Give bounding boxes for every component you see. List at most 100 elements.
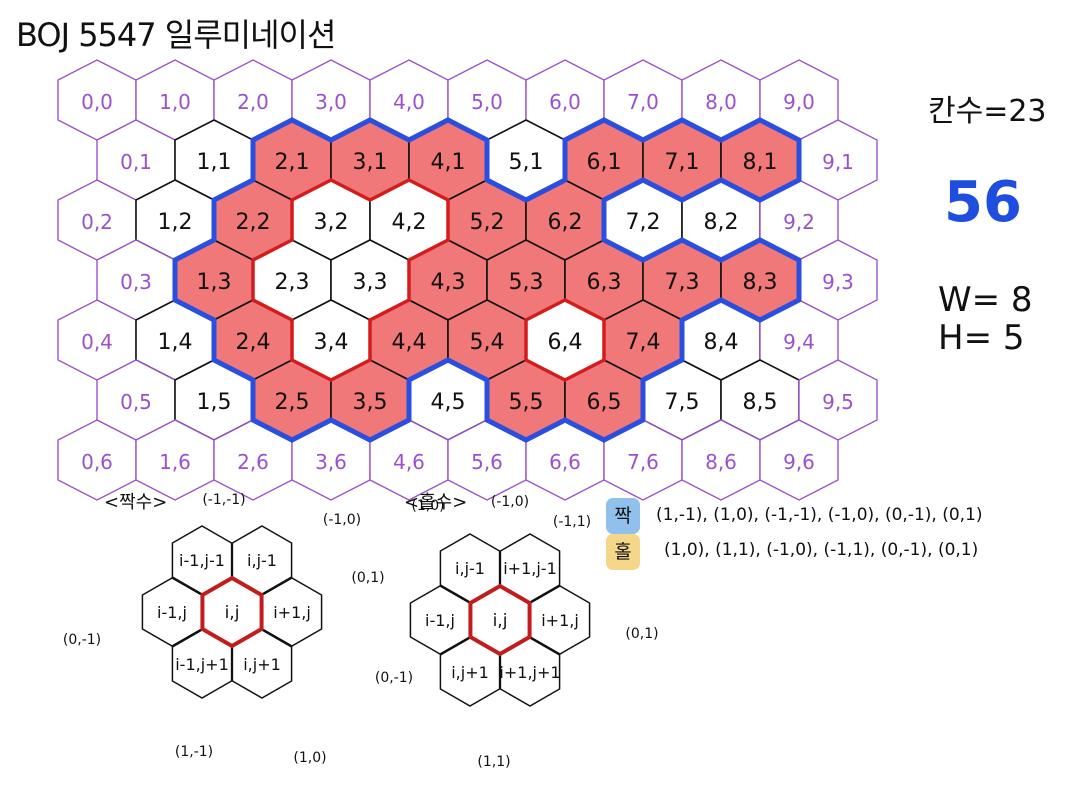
hex-label-0-4: 0,4 — [81, 330, 113, 354]
hex-label-6-2: 6,2 — [548, 210, 583, 235]
hex-label-1-4: 1,4 — [158, 330, 193, 355]
neighbor-offset: (0,-1) — [63, 632, 101, 648]
outer-edge — [367, 417, 412, 443]
hex-label-8-3: 8,3 — [743, 270, 778, 295]
neighbor-offset: (1,-1) — [175, 744, 213, 760]
width-label: W= 8 — [938, 280, 1033, 320]
hex-label-2-0: 2,0 — [237, 90, 269, 114]
outer-edge — [718, 297, 763, 323]
lit-count-label: 칸수=23 — [928, 94, 1047, 129]
hex-label-4-1: 4,1 — [431, 150, 466, 175]
inner-edge — [407, 238, 450, 262]
hex-label-6-6: 6,6 — [549, 450, 581, 474]
hex-label-0-0: 0,0 — [81, 90, 113, 114]
hex-label-4-6: 4,6 — [393, 450, 425, 474]
hex-label-4-0: 4,0 — [393, 90, 425, 114]
hex-label-9-5: 9,5 — [822, 390, 854, 414]
hex-label-2-5: 2,5 — [275, 390, 310, 415]
neighbor-offset: (0,1) — [351, 570, 384, 586]
inner-edge — [251, 298, 294, 322]
hex-label-8-6: 8,6 — [705, 450, 737, 474]
neighbor-offset: (0,1) — [625, 626, 658, 642]
hex-label-7-0: 7,0 — [627, 90, 659, 114]
neighbor-label: i-1,j — [157, 603, 187, 622]
height-label: H= 5 — [938, 318, 1025, 358]
inner-edge — [407, 178, 450, 202]
outer-edge — [367, 117, 412, 143]
neighbor-offset: (-1,0) — [491, 494, 529, 510]
outer-edge — [757, 297, 802, 323]
hex-label-0-1: 0,1 — [120, 150, 152, 174]
outer-edge — [328, 117, 373, 143]
outer-edge — [172, 297, 217, 323]
outer-edge — [211, 357, 256, 383]
outer-edge — [601, 237, 646, 263]
hex-label-7-6: 7,6 — [627, 450, 659, 474]
outer-edge — [640, 357, 685, 383]
even-rule-text: (1,-1), (1,0), (-1,-1), (-1,0), (0,-1), … — [656, 505, 983, 525]
hex-label-3-4: 3,4 — [314, 330, 349, 355]
outer-edge — [679, 297, 724, 323]
hex-label-1-2: 1,2 — [158, 210, 193, 235]
hex-label-1-6: 1,6 — [159, 450, 191, 474]
even-badge: 짝 — [606, 498, 640, 534]
hex-label-5-6: 5,6 — [471, 450, 503, 474]
odd-neighbor-diagram: i,j-1(-1,0)i+1,j-1(-1,1)i+1,j(0,1)i+1,j+… — [375, 494, 659, 770]
outer-edge — [250, 117, 295, 143]
boundary-edges — [172, 117, 802, 443]
hex-label-7-1: 7,1 — [665, 150, 700, 175]
outer-edge — [484, 417, 529, 443]
odd-rule-text: (1,0), (1,1), (-1,0), (-1,1), (0,-1), (0… — [664, 540, 979, 560]
neighbor-label: i+1,j — [273, 603, 311, 622]
outer-edge — [211, 177, 256, 203]
hex-label-7-3: 7,3 — [665, 270, 700, 295]
hex-label-8-2: 8,2 — [704, 210, 739, 235]
hex-label-9-2: 9,2 — [783, 210, 815, 234]
outer-edge — [406, 117, 451, 143]
hex-label-9-1: 9,1 — [822, 150, 854, 174]
hex-label-6-1: 6,1 — [587, 150, 622, 175]
hex-label-8-0: 8,0 — [705, 90, 737, 114]
hex-label-7-5: 7,5 — [665, 390, 700, 415]
hex-label-2-4: 2,4 — [236, 330, 271, 355]
hex-label-9-6: 9,6 — [783, 450, 815, 474]
hex-label-3-0: 3,0 — [315, 90, 347, 114]
outer-edge — [718, 177, 763, 203]
outer-edge — [289, 117, 334, 143]
neighbor-label: i+1,j+1 — [499, 663, 560, 682]
outer-edge — [601, 177, 646, 203]
hex-label-0-2: 0,2 — [81, 210, 113, 234]
hex-label-1-5: 1,5 — [197, 390, 232, 415]
hex-label-3-3: 3,3 — [353, 270, 388, 295]
outer-edge — [601, 417, 646, 443]
outer-edge — [679, 237, 724, 263]
inner-edge — [251, 238, 294, 262]
outer-edge — [328, 417, 373, 443]
hex-label-2-3: 2,3 — [275, 270, 310, 295]
hex-label-1-0: 1,0 — [159, 90, 191, 114]
hex-label-1-1: 1,1 — [197, 150, 232, 175]
outer-edge — [172, 237, 217, 263]
outer-edge — [679, 177, 724, 203]
hex-label-6-3: 6,3 — [587, 270, 622, 295]
inner-edge — [329, 358, 372, 382]
hex-label-5-5: 5,5 — [509, 390, 544, 415]
center-label: i,j — [493, 611, 508, 631]
outer-edge — [484, 177, 529, 203]
hex-label-3-6: 3,6 — [315, 450, 347, 474]
neighbor-offset: (1,0) — [293, 750, 326, 766]
neighbor-label: i+1,j-1 — [503, 559, 557, 578]
inner-edge — [290, 178, 333, 202]
answer-value: 56 — [944, 170, 1022, 235]
inner-edge — [368, 178, 411, 202]
hex-label-5-2: 5,2 — [470, 210, 505, 235]
inner-edge — [329, 178, 372, 202]
outer-edge — [562, 117, 607, 143]
odd-badge: 홀 — [606, 534, 640, 570]
hex-label-2-1: 2,1 — [275, 150, 310, 175]
hex-label-5-4: 5,4 — [470, 330, 505, 355]
inner-edge — [563, 298, 606, 322]
hex-label-5-3: 5,3 — [509, 270, 544, 295]
